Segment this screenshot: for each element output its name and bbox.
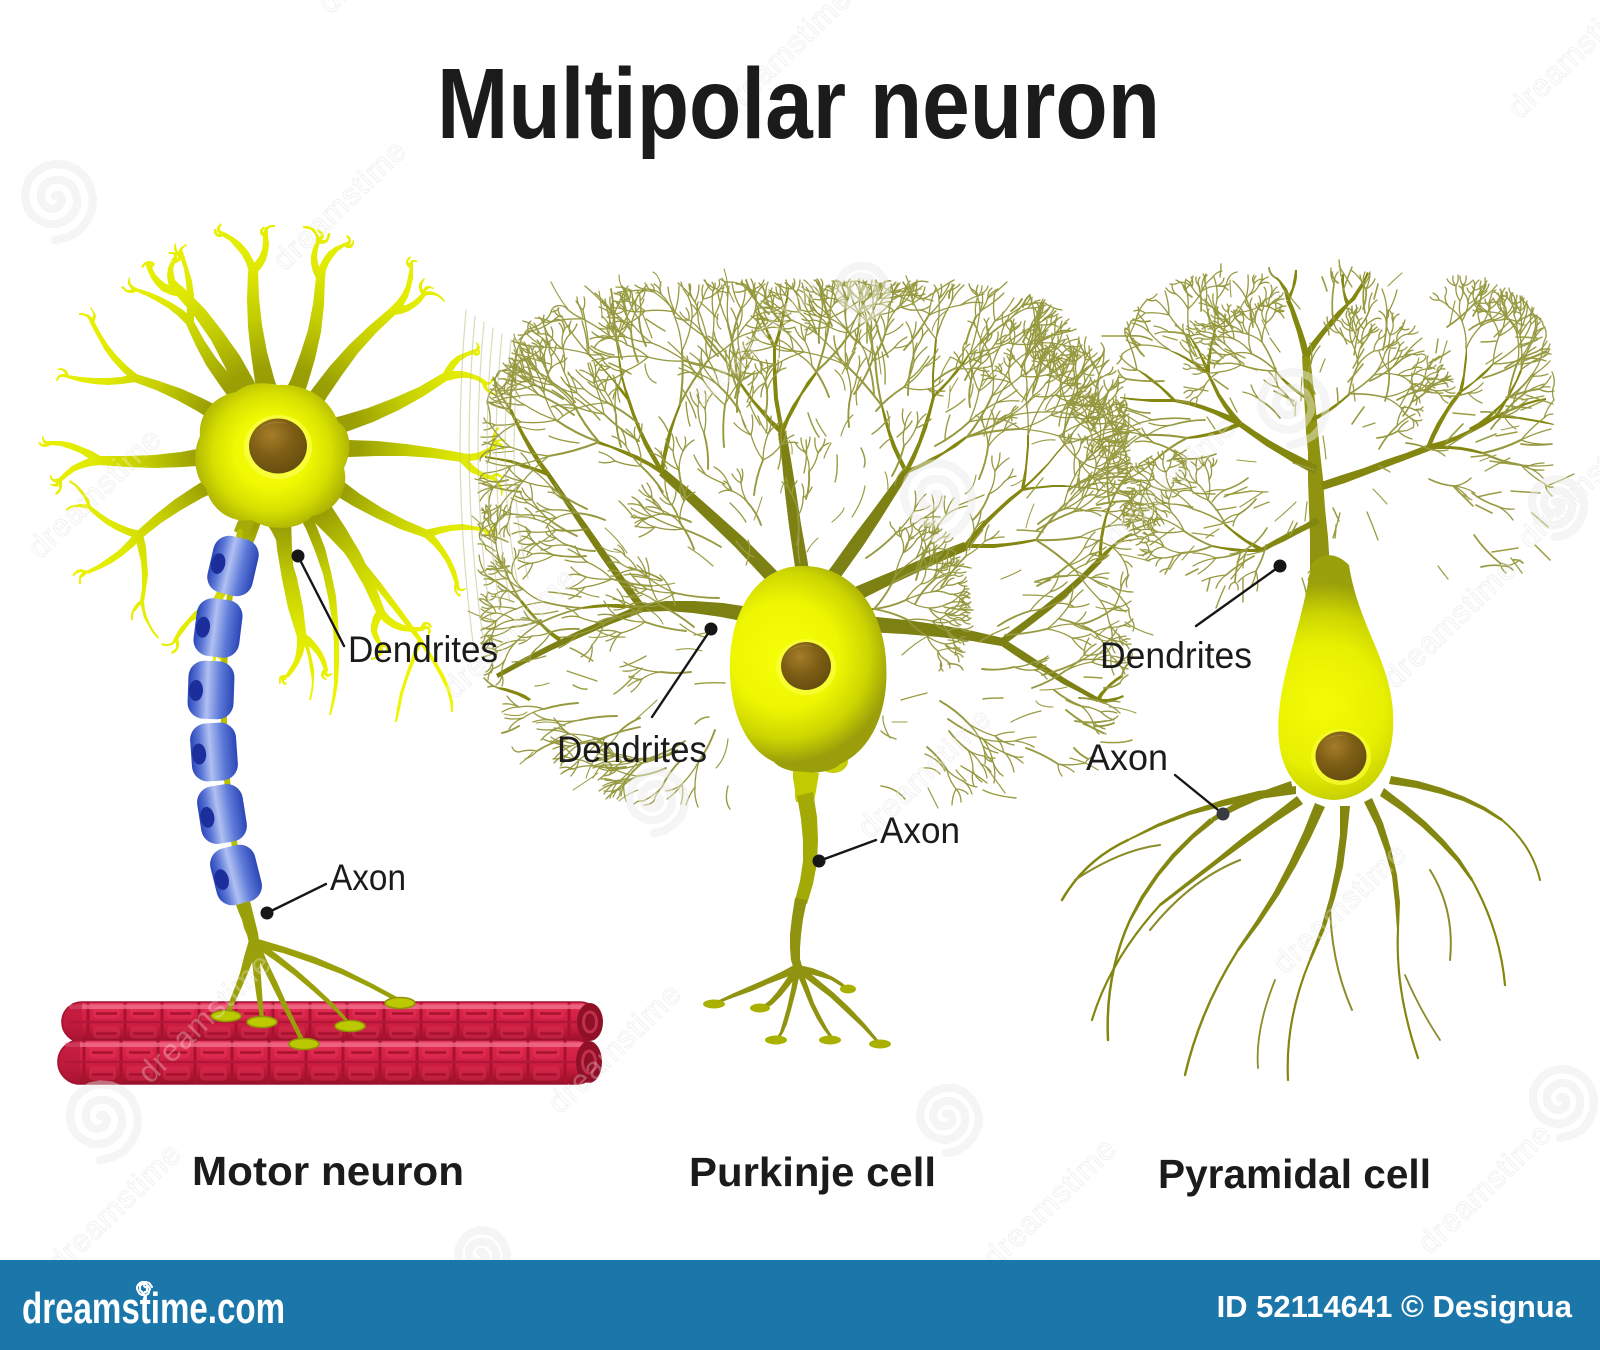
- svg-text:Axon: Axon: [1086, 737, 1168, 778]
- svg-text:dreamstime.com: dreamstime.com: [22, 1284, 285, 1333]
- svg-text:Axon: Axon: [330, 857, 406, 898]
- svg-text:Pyramidal cell: Pyramidal cell: [1158, 1151, 1431, 1197]
- svg-text:Dendrites: Dendrites: [557, 729, 707, 770]
- svg-text:Multipolar neuron: Multipolar neuron: [437, 48, 1160, 160]
- svg-text:Motor neuron: Motor neuron: [192, 1148, 464, 1194]
- svg-text:Axon: Axon: [880, 810, 960, 851]
- svg-text:Purkinje cell: Purkinje cell: [689, 1149, 936, 1195]
- svg-text:Dendrites: Dendrites: [1100, 635, 1252, 676]
- svg-text:ID 52114641 © Designua: ID 52114641 © Designua: [1217, 1289, 1573, 1324]
- svg-text:Dendrites: Dendrites: [348, 629, 498, 670]
